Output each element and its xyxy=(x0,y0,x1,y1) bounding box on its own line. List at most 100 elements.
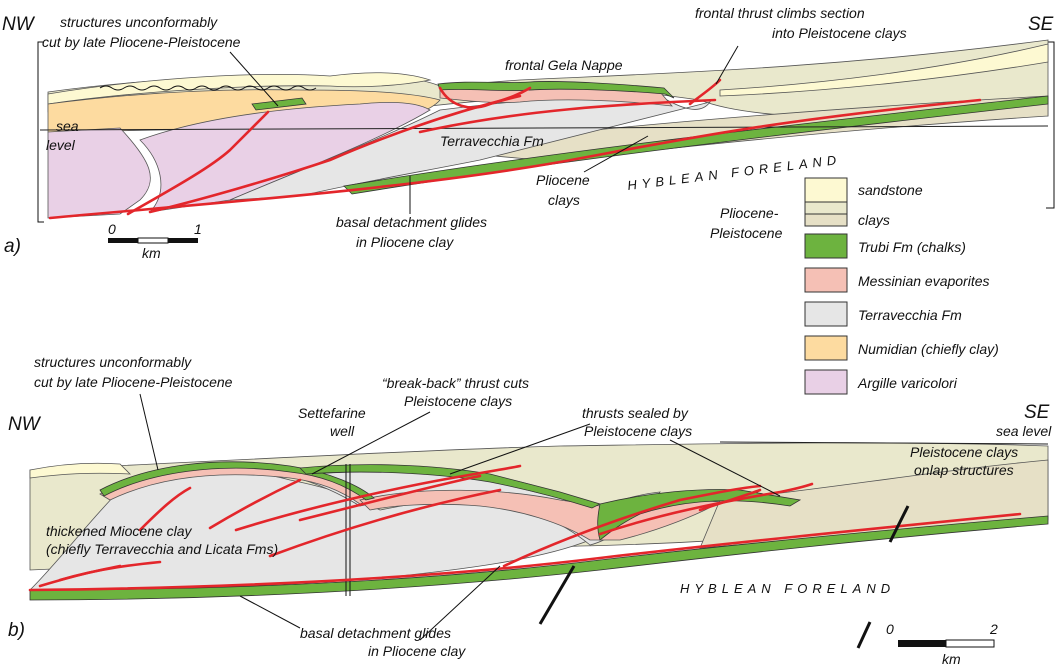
thrust-basal-b xyxy=(28,512,1022,592)
well-label-2: well xyxy=(330,423,355,439)
se-label-b: SE xyxy=(1024,402,1050,423)
detachment-label-b-1: basal detachment glides xyxy=(300,625,451,641)
thrust-2-b xyxy=(38,564,122,588)
panel-label-b: b) xyxy=(8,620,25,641)
gela-nappe-label: frontal Gela Nappe xyxy=(505,57,623,73)
unconformity-leader-b xyxy=(139,393,159,471)
unconformity-note-a-1: structures unconformably xyxy=(60,14,218,30)
basement-fault-1 xyxy=(538,565,576,625)
unconformity-note-b-1: structures unconformably xyxy=(34,354,192,370)
legend-label-clays: clays xyxy=(858,212,890,228)
legend-label-terravecchia: Terravecchia Fm xyxy=(858,307,962,323)
thrust-3-b xyxy=(138,486,192,532)
basement-fault-2 xyxy=(888,505,910,543)
trubi-small-a xyxy=(251,97,307,111)
sea-level-line-a xyxy=(39,125,1049,131)
unconformity-note-a-2: cut by late Pliocene-Pleistocene xyxy=(42,34,241,50)
thrust-basal-a xyxy=(48,98,982,220)
nw-label-a: NW xyxy=(2,14,36,35)
nw-label-b: NW xyxy=(8,414,42,435)
sealed-leader-2 xyxy=(669,439,781,497)
section-b xyxy=(28,441,1049,649)
sea-level-a-2: level xyxy=(46,137,76,153)
legend-swatch-numidian xyxy=(804,335,848,361)
onlap-label-1: Pleistocene clays xyxy=(910,444,1018,460)
unconformity-a xyxy=(99,85,317,91)
well-label-1: Settefarine xyxy=(298,405,366,421)
legend-swatch-terravecchia xyxy=(804,301,848,327)
pliocene-label-a-1: Pliocene xyxy=(536,172,590,188)
scale-unit-a: km xyxy=(142,245,161,261)
sealed-leader-1 xyxy=(449,423,591,475)
left-depth-bracket xyxy=(37,41,44,223)
thrust-4-a xyxy=(418,98,717,134)
section-a xyxy=(37,39,1055,223)
scale-bar-a xyxy=(108,237,198,244)
thrust-8-b xyxy=(502,484,762,568)
trubi-basement-b xyxy=(29,515,1049,601)
breakback-label-2: Pleistocene clays xyxy=(404,393,512,409)
scale-two-b: 2 xyxy=(989,621,998,637)
detachment-leader-b-1 xyxy=(239,595,301,629)
legend-label-sandstone: sandstone xyxy=(858,182,923,198)
thrust-1-a xyxy=(126,110,270,216)
scale-bar-b xyxy=(898,639,995,648)
trubi-a xyxy=(437,81,675,99)
breakback-leader xyxy=(311,411,431,475)
scale-zero-b: 0 xyxy=(886,621,894,637)
thrust-leader-a xyxy=(715,45,739,85)
legend-label-numidian: Numidian (chiefly clay) xyxy=(858,341,999,357)
detachment-label-b-2: in Pliocene clay xyxy=(368,643,466,659)
argille-varicolori-a xyxy=(47,127,151,219)
thrust-note-a-2: into Pleistocene clays xyxy=(772,25,907,41)
thrust-4-b xyxy=(208,478,302,530)
sandstone-cap-b xyxy=(29,462,132,479)
right-depth-bracket xyxy=(1046,41,1055,209)
sandstone-cap-a2 xyxy=(719,43,1049,97)
sealed-label-2: Pleistocene clays xyxy=(584,423,692,439)
scale-one-a: 1 xyxy=(194,221,202,237)
onlap-label-2: onlap structures xyxy=(914,462,1014,478)
legend-group-label-1: Pliocene- xyxy=(720,205,779,221)
thrust-note-a-1: frontal thrust climbs section xyxy=(695,5,865,21)
trubi-b2 xyxy=(299,464,602,509)
detachment-label-a-1: basal detachment glides xyxy=(336,214,487,230)
thrust-7-b xyxy=(298,474,482,522)
legend-swatch-clays xyxy=(804,201,848,215)
detachment-leader-b-2 xyxy=(419,565,501,641)
thrust-6-b xyxy=(268,488,502,558)
terravecchia-a xyxy=(229,95,711,201)
legend-swatch-sandstone xyxy=(804,177,848,203)
basement-fault-3 xyxy=(856,621,872,649)
thrust-5-b xyxy=(234,464,522,532)
legend-swatch-evaporites xyxy=(804,267,848,293)
scale-zero-a: 0 xyxy=(108,221,116,237)
legend-label-evaporites: Messinian evaporites xyxy=(858,273,990,289)
se-label-a: SE xyxy=(1028,14,1054,35)
sandstone-cap-a xyxy=(47,72,432,105)
sea-level-line-b xyxy=(719,441,1049,445)
thrust-10-b xyxy=(698,488,762,512)
legend-swatch-trubi xyxy=(804,233,848,259)
terravecchia-label-a: Terravecchia Fm xyxy=(440,133,544,149)
breakback-label-1: “break-back” thrust cuts xyxy=(382,375,529,391)
legend-label-trubi: Trubi Fm (chalks) xyxy=(858,239,966,255)
thrust-2-a xyxy=(148,94,522,214)
sealed-label-1: thrusts sealed by xyxy=(582,405,689,421)
foreland-label-b: HYBLEAN FORELAND xyxy=(680,581,895,596)
scale-unit-b: km xyxy=(942,651,961,667)
sea-level-label-b: sea level xyxy=(996,423,1052,439)
thrust-3-a xyxy=(438,86,532,109)
miocene-label-1: thickened Miocene clay xyxy=(46,523,193,539)
unconformity-note-b-2: cut by late Pliocene-Pleistocene xyxy=(34,374,233,390)
legend-swatch-clays-lower xyxy=(804,213,848,227)
legend-group-label-2: Pleistocene xyxy=(710,225,783,241)
thrust-9-b xyxy=(598,482,814,536)
unconformity-leader-a xyxy=(229,51,279,107)
trubi-b3 xyxy=(597,489,802,541)
pliocene-leader-a xyxy=(583,135,649,173)
legend: sandstone clays Trubi Fm (chalks) Messin… xyxy=(710,177,999,395)
argille-varicolori-a2 xyxy=(139,102,431,213)
legend-label-argille: Argille varicolori xyxy=(857,375,958,391)
